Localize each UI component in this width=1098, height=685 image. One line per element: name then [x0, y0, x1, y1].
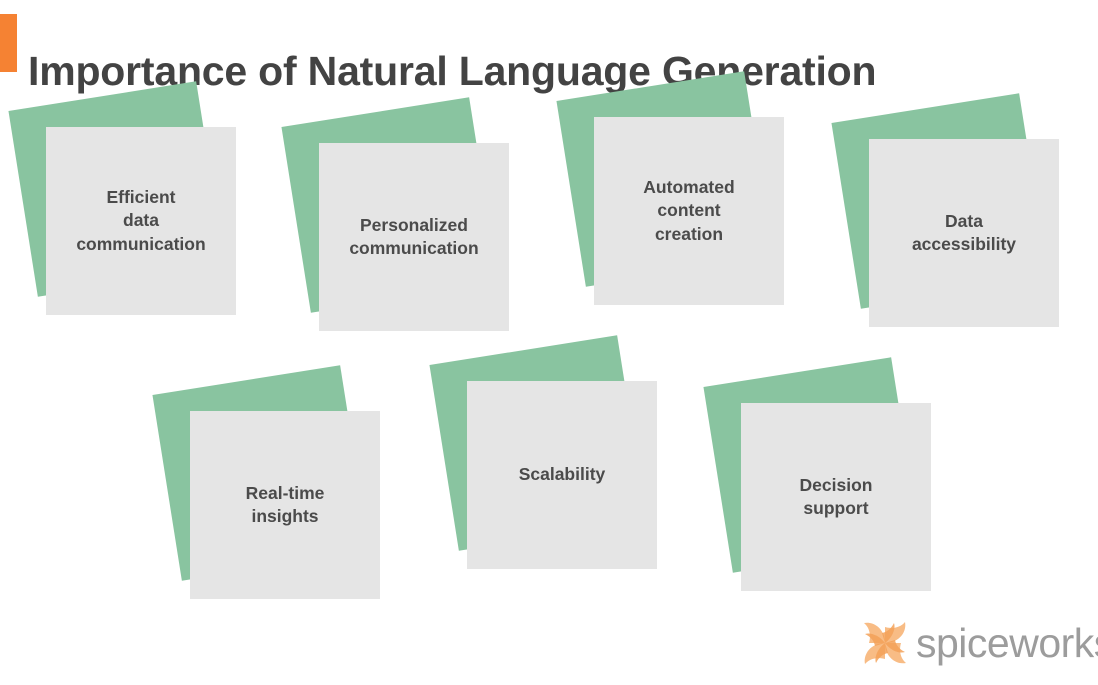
title-accent-bar [0, 14, 17, 72]
card-label: Real-time insights [245, 482, 325, 527]
card-label: Decision support [799, 474, 873, 519]
spiceworks-logo: spiceworks [858, 612, 1098, 674]
card-label: Personalized communication [349, 214, 479, 259]
card-label: Automated content creation [643, 176, 735, 244]
card-label: Scalability [518, 464, 606, 485]
card-face: Real-time insights [190, 411, 380, 599]
card-face: Personalized communication [319, 143, 509, 331]
card-face: Automated content creation [594, 117, 784, 305]
spiceworks-wordmark: spiceworks [916, 620, 1098, 666]
card-label: Data accessibility [911, 210, 1017, 255]
card-face: Decision support [741, 403, 931, 591]
card-face: Efficient data communication [46, 127, 236, 315]
spiceworks-pinwheel-icon [858, 616, 912, 670]
card-face: Data accessibility [869, 139, 1059, 327]
card-label: Efficient data communication [76, 186, 206, 254]
card-face: Scalability [467, 381, 657, 569]
